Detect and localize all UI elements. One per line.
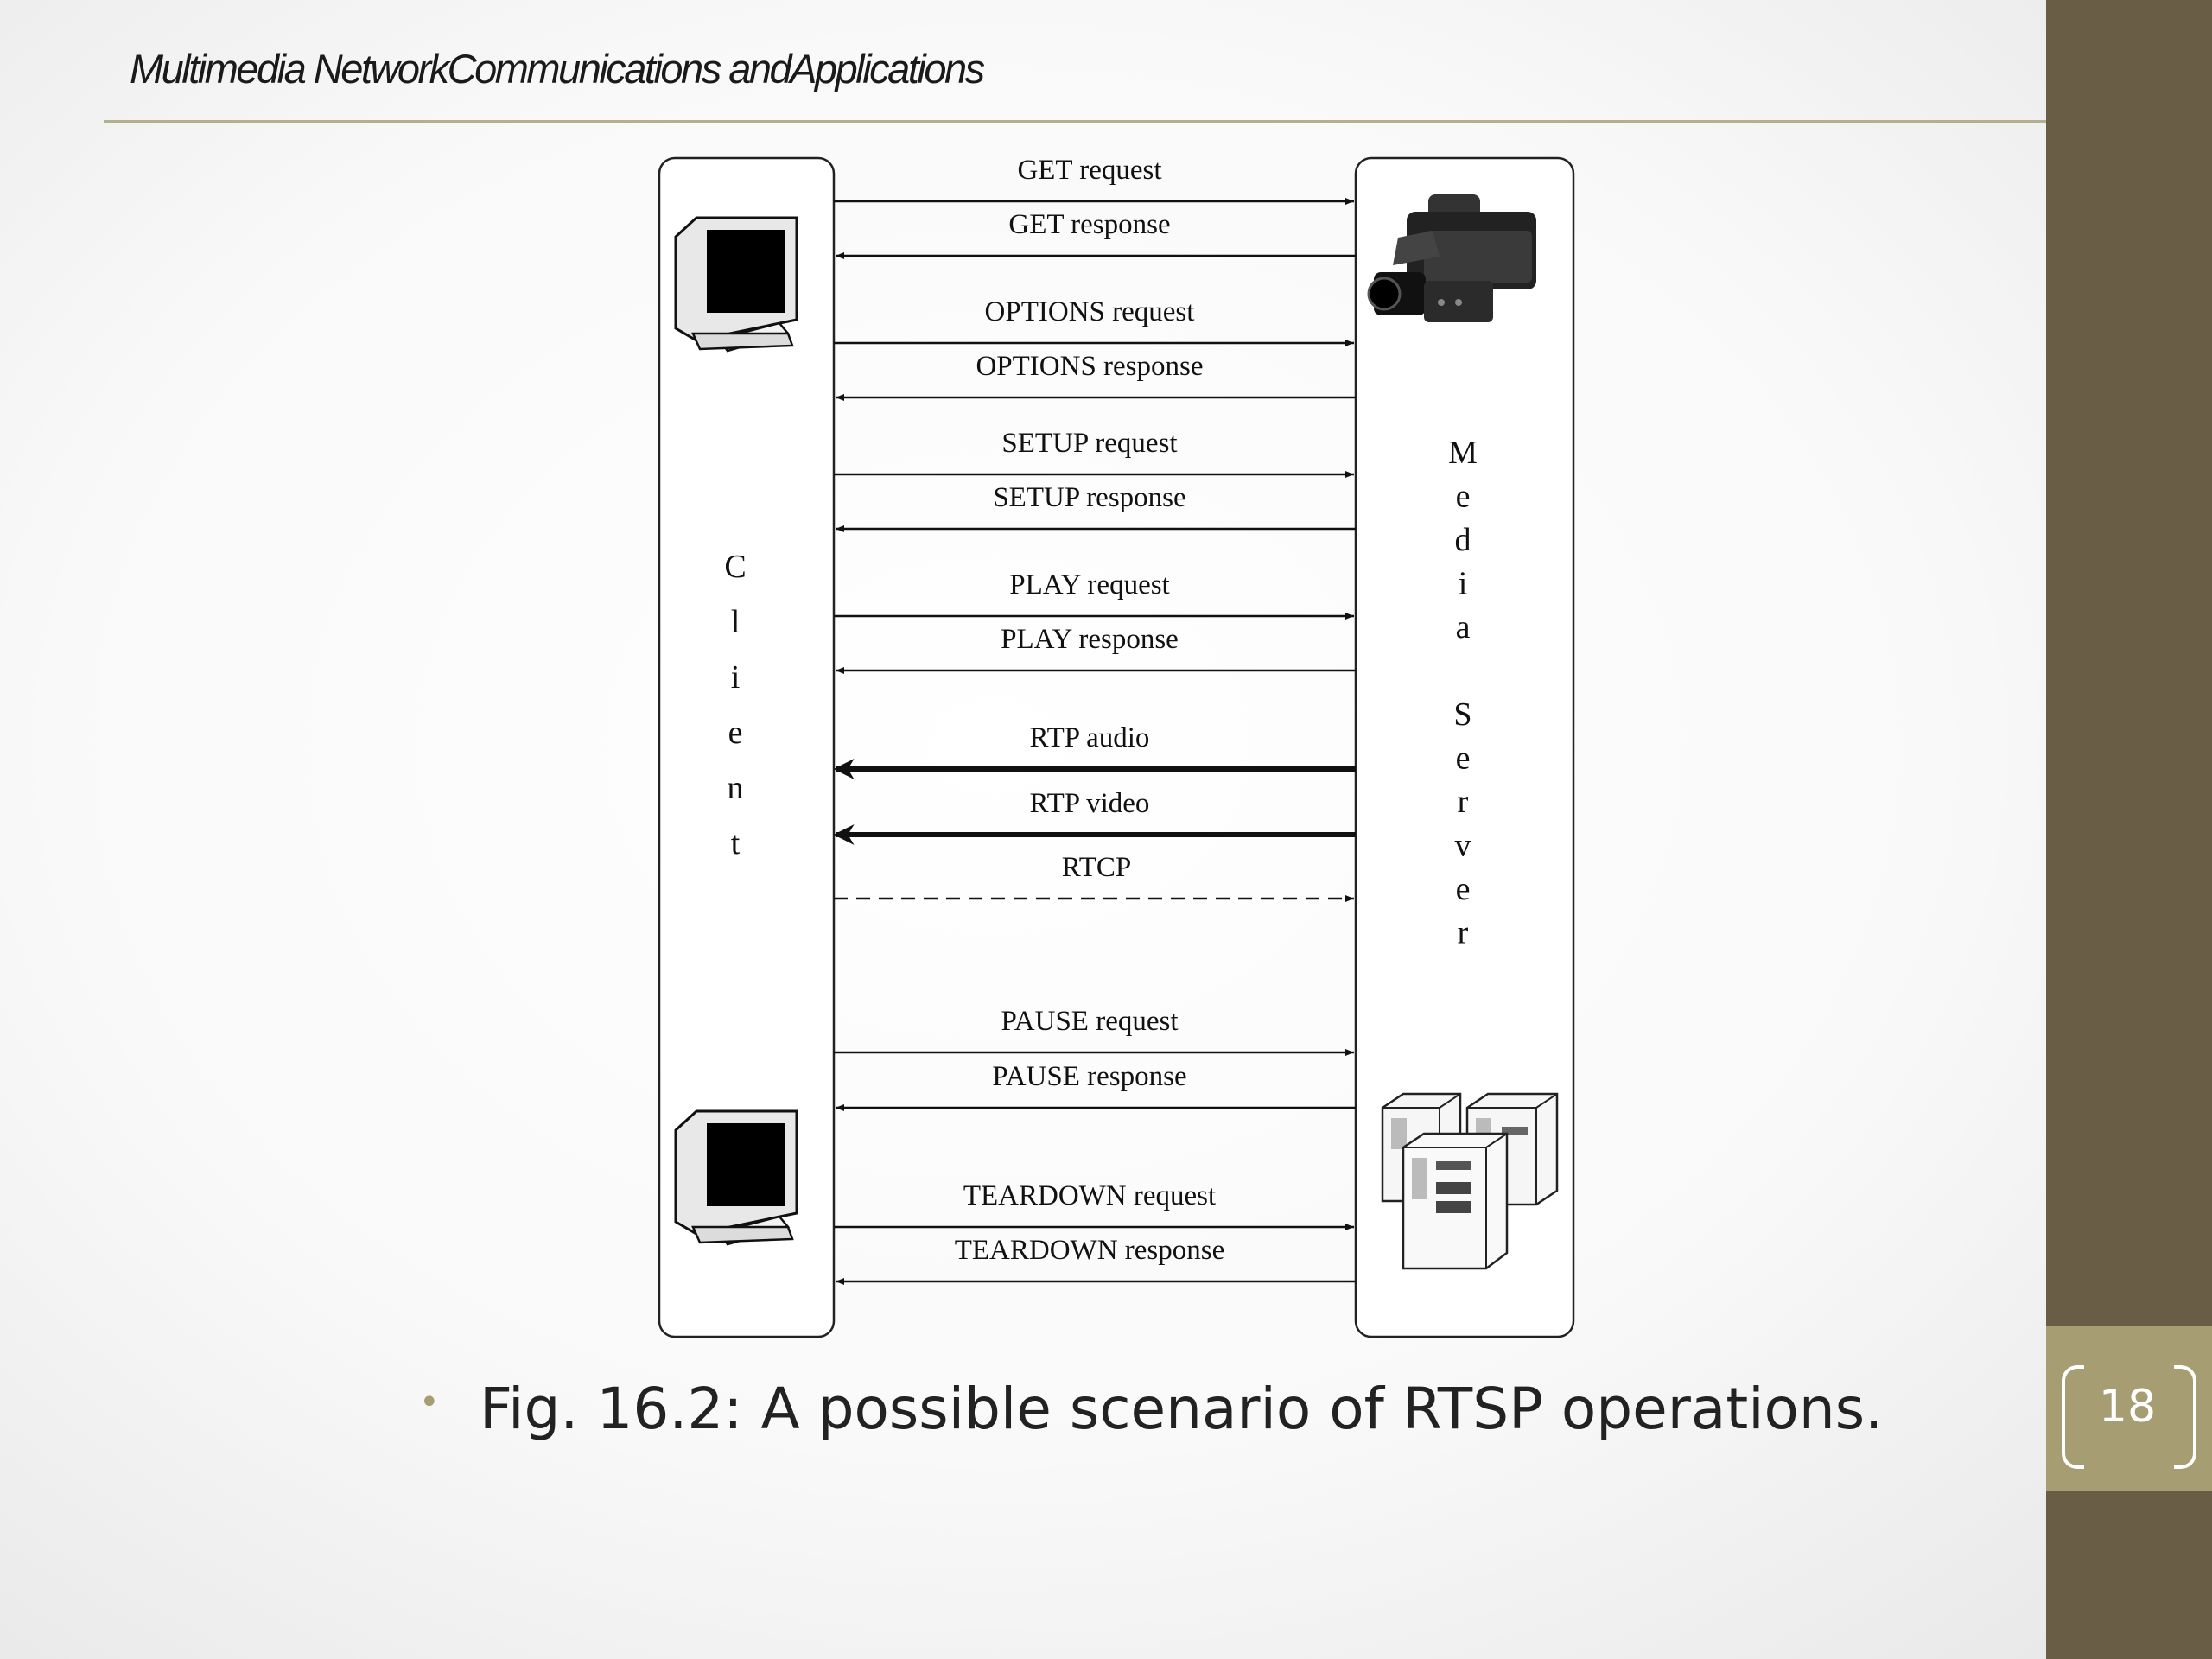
server-label-letter: M <box>1448 435 1478 471</box>
message-label: SETUP request <box>1001 428 1177 459</box>
message-label: RTP audio <box>1030 722 1150 753</box>
server-label-letter: e <box>1456 741 1471 777</box>
client-label-letter: i <box>731 659 741 696</box>
server-label-letter: i <box>1459 566 1468 602</box>
server-label-letter: S <box>1453 696 1471 733</box>
message-label: PLAY request <box>1009 569 1169 601</box>
server-label-letter: d <box>1455 522 1471 558</box>
message-label: RTP video <box>1030 788 1150 819</box>
message-label: PLAY response <box>1001 624 1179 655</box>
message-label: GET response <box>1008 209 1170 240</box>
message-label: TEARDOWN request <box>963 1180 1216 1211</box>
server-label-letter: e <box>1456 479 1471 515</box>
client-label-letter: e <box>728 715 743 751</box>
message-label: PAUSE request <box>1001 1006 1178 1037</box>
message-label: OPTIONS response <box>976 351 1203 382</box>
client-label-letter: n <box>728 770 744 806</box>
computer-monitor-icon <box>676 218 797 351</box>
server-label-letter: r <box>1458 915 1469 951</box>
message-label: PAUSE response <box>992 1061 1186 1092</box>
client-label-letter: t <box>731 825 741 861</box>
client-label-letter: C <box>724 549 746 585</box>
page-number: 18 <box>2081 1381 2174 1433</box>
page-bracket-right <box>2174 1365 2196 1469</box>
computer-monitor-icon <box>676 1111 797 1244</box>
server-label-letter: r <box>1458 784 1469 820</box>
server-label-letter: a <box>1456 609 1471 645</box>
message-label: TEARDOWN response <box>955 1235 1225 1266</box>
figure-caption: Fig. 16.2: A possible scenario of RTSP o… <box>480 1376 1883 1442</box>
message-label: SETUP response <box>993 482 1185 513</box>
server-label-letter: e <box>1456 871 1471 907</box>
message-label: RTCP <box>1062 852 1132 883</box>
caption-bullet: • <box>419 1382 440 1422</box>
message-label: OPTIONS request <box>985 296 1195 327</box>
message-label: GET request <box>1017 155 1161 186</box>
client-label-letter: l <box>731 604 741 640</box>
server-label-letter: v <box>1455 828 1471 864</box>
